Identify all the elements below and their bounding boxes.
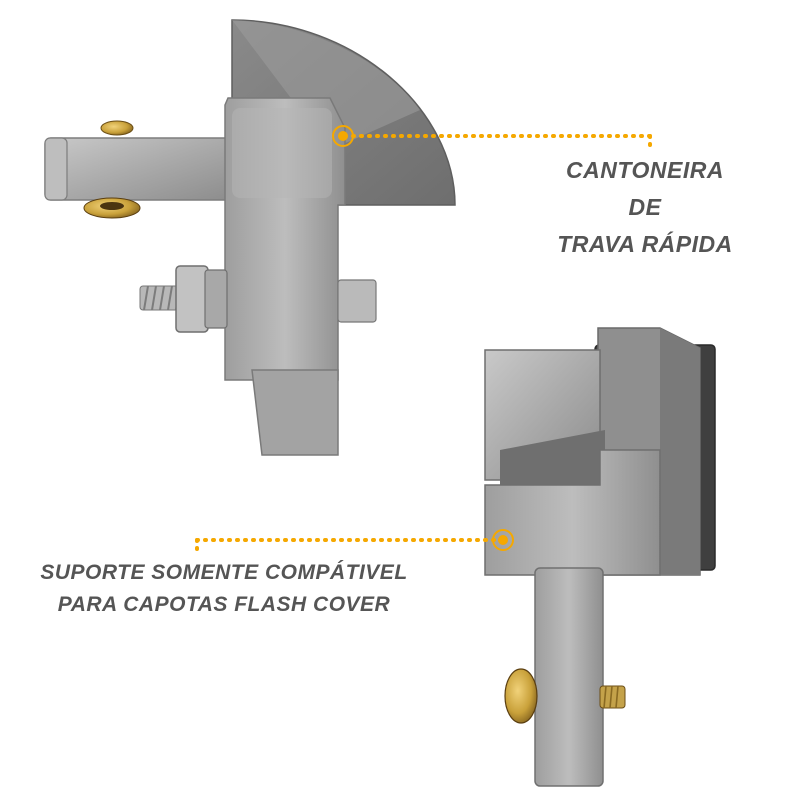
target-dot-icon xyxy=(332,125,354,147)
left-arm xyxy=(44,137,236,201)
lower-foot xyxy=(251,369,339,456)
target-dot-icon xyxy=(492,529,514,551)
brass-screw xyxy=(100,120,134,136)
caption-line: DE xyxy=(628,194,662,220)
suporte-part xyxy=(484,327,716,787)
caption-line: SUPORTE SOMENTE COMPÁTIVEL xyxy=(40,561,408,584)
caption-line: TRAVA RÁPIDA xyxy=(557,231,733,257)
stem xyxy=(534,567,604,787)
caption-line: CANTONEIRA xyxy=(566,157,724,183)
caption-cantoneira: CANTONEIRA DE TRAVA RÁPIDA xyxy=(540,152,750,263)
hex-nut xyxy=(175,265,209,333)
brass-screw-head xyxy=(504,668,538,724)
caption-suporte: SUPORTE SOMENTE COMPÁTIVEL PARA CAPOTAS … xyxy=(14,557,434,621)
caption-line: PARA CAPOTAS FLASH COVER xyxy=(57,593,391,616)
callout-bottom xyxy=(195,529,514,558)
front-face xyxy=(484,449,661,576)
bolt-end xyxy=(337,279,377,323)
callout-top xyxy=(332,125,652,152)
cantoneira-part xyxy=(44,19,456,456)
